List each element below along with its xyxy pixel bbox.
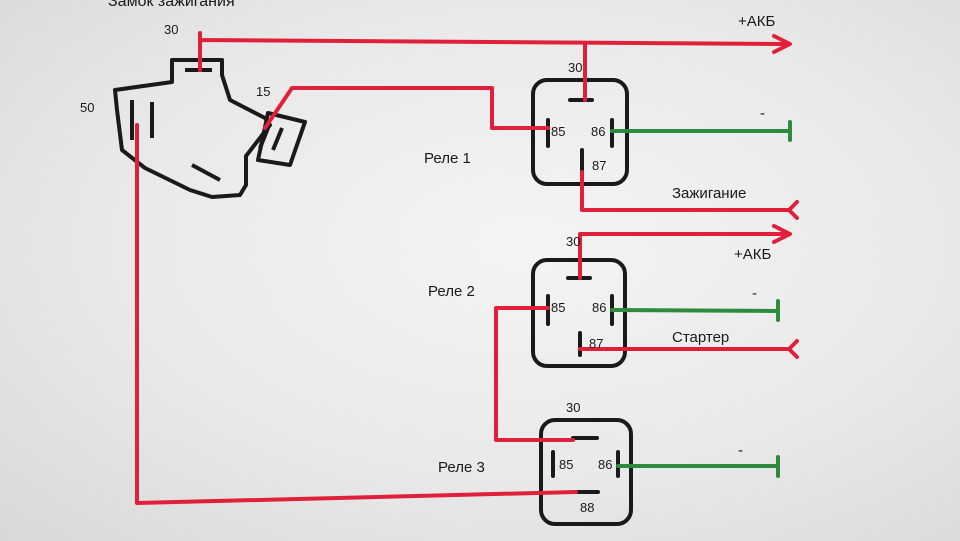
relay-3-body (539, 418, 633, 526)
relay-3-pin-86-label: 86 (598, 457, 612, 472)
ignition-switch (113, 58, 307, 199)
starter-output-fork (787, 339, 799, 359)
relay-3-pin-88-label: 88 (580, 500, 594, 515)
wire-relay-2-30-battery (578, 232, 786, 280)
switch-pin-15-label: 15 (256, 84, 270, 99)
battery-arrow-top (772, 34, 792, 54)
relay-3-label: Реле 3 (438, 459, 485, 476)
relay-2-pin-85-label: 85 (551, 300, 565, 315)
relay-2-label: Реле 2 (428, 283, 475, 300)
wire-relay-1-87-ignition (580, 170, 792, 212)
switch-pin-50-label: 50 (80, 100, 94, 115)
relay-1-pin-87-label: 87 (592, 158, 606, 173)
battery-arrow-2 (772, 224, 792, 244)
battery-label-top: +АКБ (738, 13, 776, 30)
wire-relay-2-85-relay-3-30 (494, 306, 575, 442)
relay-1-label: Реле 1 (424, 150, 471, 167)
relay-3-pin-30-label: 30 (566, 400, 580, 415)
diagram-title: Замок зажигания (108, 0, 235, 10)
starter-label: Стартер (672, 329, 729, 346)
wire-switch-15-relay-1-85 (263, 86, 550, 130)
relay-1-pin-85-label: 85 (551, 124, 565, 139)
battery-label-2: +АКБ (734, 246, 772, 263)
ground-label-1: - (760, 105, 765, 122)
relay-1-pin-30-label: 30 (568, 60, 582, 75)
ignition-output-fork (787, 200, 799, 220)
switch-pin-30-label: 30 (164, 22, 178, 37)
ground-label-2: - (752, 285, 757, 302)
relay-2-pin-86-label: 86 (592, 300, 606, 315)
wire-switch-30-battery (198, 31, 786, 72)
ground-label-3: - (738, 442, 743, 459)
relay-3-pin-85-label: 85 (559, 457, 573, 472)
wire-switch-50-relay-3-88 (135, 123, 578, 505)
relay-2-pin-87-label: 87 (589, 336, 603, 351)
ignition-label: Зажигание (672, 185, 746, 202)
relay-2-pin-30-label: 30 (566, 234, 580, 249)
wire-relay-2-86-ground (610, 308, 780, 313)
relay-1-pin-86-label: 86 (591, 124, 605, 139)
